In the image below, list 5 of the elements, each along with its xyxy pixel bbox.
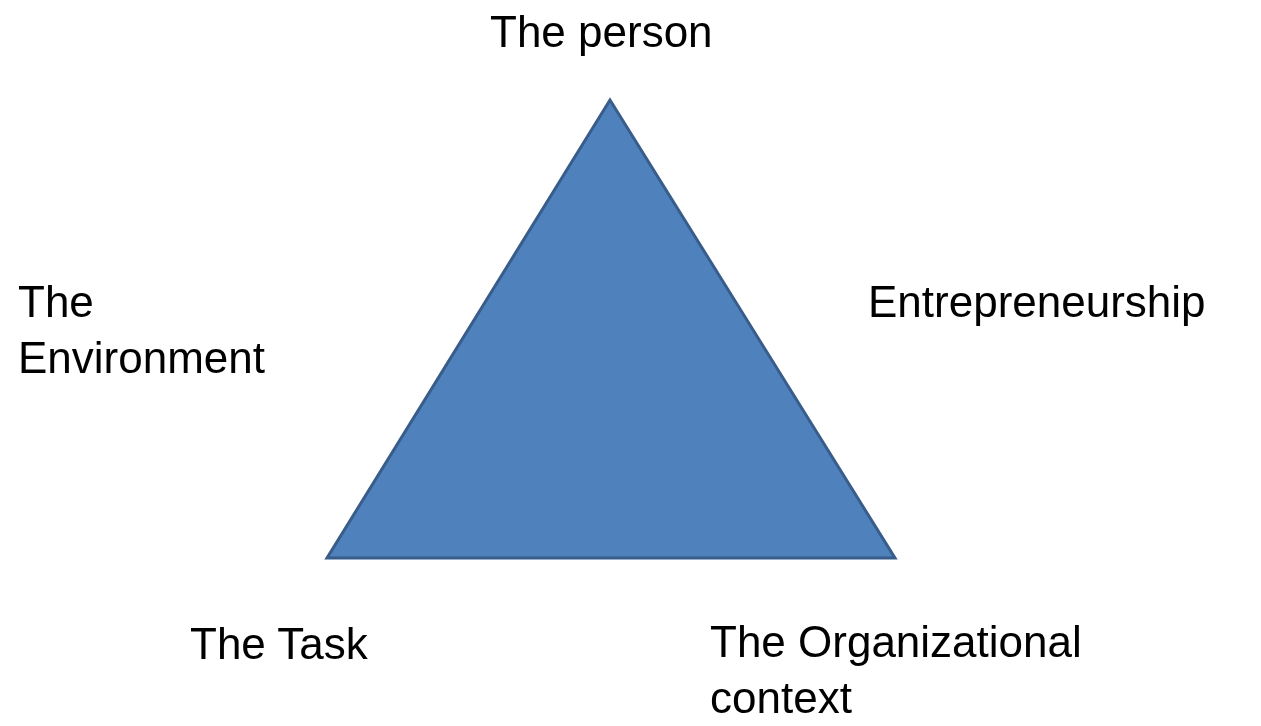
label-text: The person: [490, 6, 714, 58]
label-text: The Organizational context: [710, 616, 1083, 724]
label-text: Entrepreneurship: [868, 276, 1207, 328]
label-text: The Environment: [18, 276, 266, 384]
label-text: The Task: [190, 618, 369, 670]
